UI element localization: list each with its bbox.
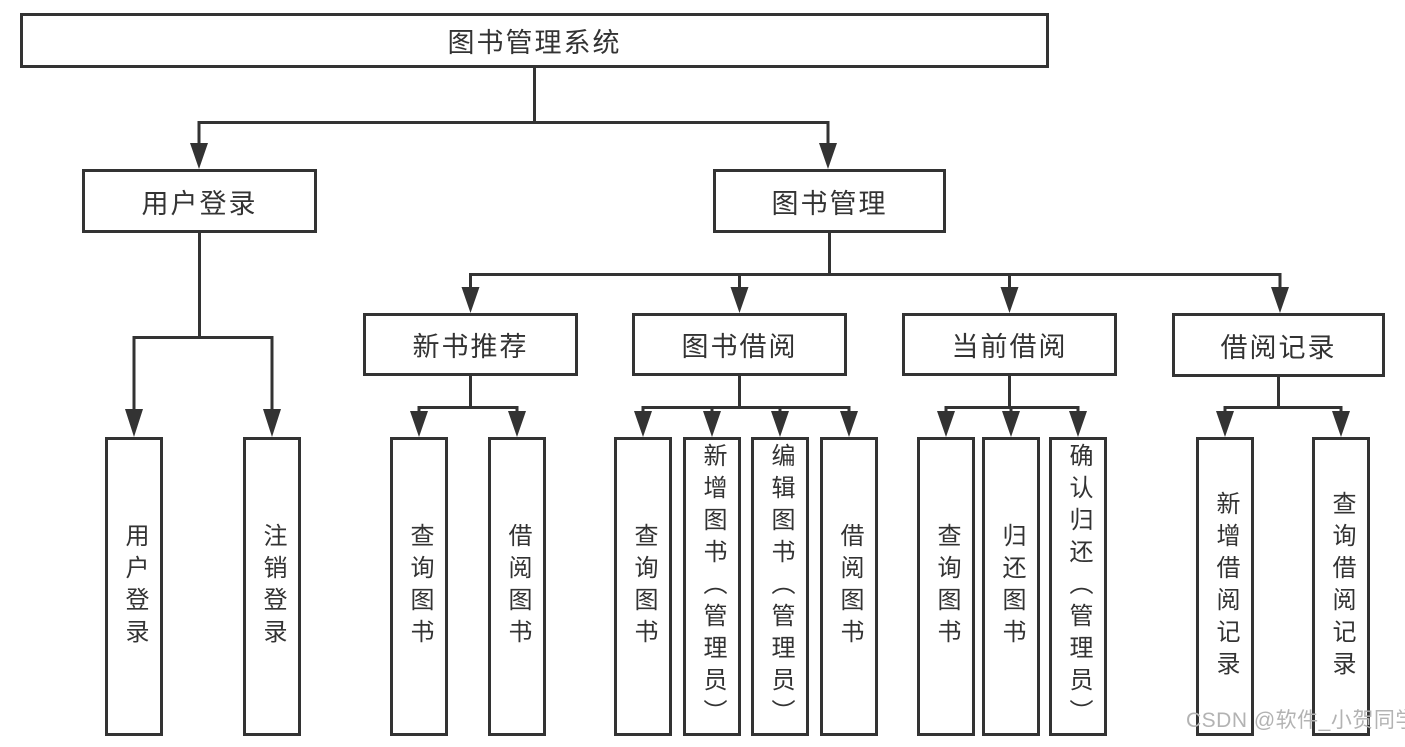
node-label: 归还图书 [998,522,1025,651]
node-label: 用户登录 [121,522,148,651]
node-library-system: 图书管理系统 [20,13,1049,68]
leaf-confirm-return-admin: 确认归还（管理员） [1049,437,1107,736]
node-label: 查询图书 [406,522,433,651]
node-user-login: 用户登录 [82,169,317,233]
node-label: 确认归还（管理员） [1065,442,1092,731]
node-book-borrowing: 图书借阅 [632,313,847,376]
leaf-add-borrow-record: 新增借阅记录 [1196,437,1254,736]
leaf-edit-books-admin: 编辑图书（管理员） [751,437,809,736]
node-new-book-recommend: 新书推荐 [363,313,578,376]
node-label: 新增图书（管理员） [699,442,726,731]
node-label: 图书借阅 [681,332,798,362]
leaf-return-books: 归还图书 [982,437,1040,736]
node-current-borrowing: 当前借阅 [902,313,1117,376]
node-label: 查询图书 [933,522,960,651]
node-label: 查询图书 [630,522,657,651]
node-book-management: 图书管理 [713,169,946,233]
node-label: 新增借阅记录 [1212,490,1239,683]
node-label: 用户登录 [141,188,258,219]
node-label: 查询借阅记录 [1328,490,1355,683]
leaf-query-books-current: 查询图书 [917,437,975,736]
leaf-query-books-recommend: 查询图书 [390,437,448,736]
watermark-text: CSDN @软件_小贺同学 [1186,709,1405,732]
leaf-query-borrow-record: 查询借阅记录 [1312,437,1370,736]
leaf-query-books-borrowing: 查询图书 [614,437,672,736]
node-label: 借阅图书 [504,522,531,651]
node-label: 新书推荐 [412,332,529,362]
node-label: 借阅图书 [836,522,863,651]
leaf-borrow-books: 借阅图书 [820,437,878,736]
node-borrowing-records: 借阅记录 [1172,313,1385,377]
leaf-borrow-books-recommend: 借阅图书 [488,437,546,736]
node-label: 借阅记录 [1220,332,1337,363]
node-label: 当前借阅 [951,332,1068,362]
leaf-add-books-admin: 新增图书（管理员） [683,437,741,736]
node-label: 注销登录 [259,522,286,651]
leaf-user-login: 用户登录 [105,437,163,736]
leaf-logout: 注销登录 [243,437,301,736]
node-label: 图书管理系统 [447,28,622,58]
node-label: 图书管理 [771,188,888,219]
node-label: 编辑图书（管理员） [767,442,794,731]
